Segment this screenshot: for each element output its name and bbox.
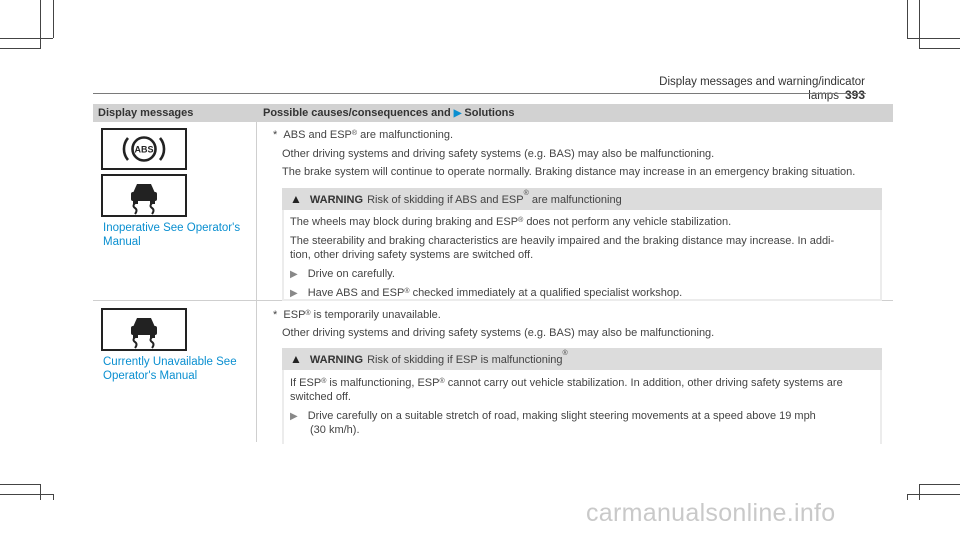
warning-label: WARNING: [309, 354, 364, 366]
warning-title-a: Risk of skidding if ESP is malfunctionin…: [367, 354, 563, 366]
crop-mark: [907, 494, 960, 495]
crop-mark: [40, 0, 41, 48]
registered-mark: ®: [305, 310, 311, 317]
warning-paragraph: tion, other driving safety systems are s…: [290, 249, 534, 261]
message-currently-unavailable[interactable]: Currently Unavailable See Operator's Man…: [103, 355, 237, 383]
warning-title-a: Risk of skidding if ABS and ESP: [367, 194, 524, 206]
crop-mark: [919, 484, 960, 485]
arrow-right-icon: ▶: [453, 108, 462, 119]
esp-skid-icon: [101, 174, 187, 217]
crop-mark: [907, 38, 960, 39]
message-line: Manual: [103, 236, 141, 248]
warning-body: If ESP® is malfunctioning, ESP® cannot c…: [284, 370, 880, 444]
registered-mark: ®: [518, 217, 524, 224]
cause-text: * ABS and ESP® are malfunctioning.: [273, 128, 453, 143]
consequence-paragraph: The brake system will continue to operat…: [282, 166, 856, 178]
warning-body: The wheels may block during braking and …: [284, 210, 880, 299]
message-line: Inoperative See Operator's: [103, 222, 241, 234]
bullet-marker: *: [273, 129, 278, 141]
warning-paragraph: The wheels may block during braking and …: [290, 215, 731, 230]
message-inoperative[interactable]: Inoperative See Operator's Manual: [103, 221, 240, 249]
esp-skid-icon: [101, 308, 187, 351]
registered-mark: ®: [562, 350, 568, 357]
col-header-causes-solutions: Possible causes/consequences and▶Solutio…: [263, 107, 515, 119]
message-line: Currently Unavailable See: [103, 356, 237, 368]
page-number: 393: [844, 88, 865, 102]
warning-paragraph: If ESP® is malfunctioning, ESP® cannot c…: [290, 376, 843, 391]
crop-mark: [0, 494, 53, 495]
cause-text-b: is temporarily unavailable.: [313, 309, 441, 321]
warning-triangle-icon: ▲: [290, 352, 302, 366]
col-header-display-messages: Display messages: [98, 107, 194, 119]
action-step-continuation: (30 km/h).: [310, 424, 360, 436]
cause-text-b: are malfunctioning.: [360, 129, 454, 141]
warning-label: WARNING: [309, 194, 364, 206]
watermark: carmanualsonline.info: [586, 499, 836, 527]
cause-text-a: ABS and ESP: [283, 129, 352, 141]
bullet-marker: *: [273, 309, 278, 321]
registered-mark: ®: [523, 190, 529, 197]
action-step: ▶ Have ABS and ESP® checked immediately a…: [290, 286, 682, 301]
warning-paragraph: The steerability and braking characteris…: [290, 235, 835, 247]
col-header-solutions-label: Solutions: [464, 107, 515, 119]
registered-mark: ®: [439, 378, 445, 385]
registered-mark: ®: [321, 378, 327, 385]
warning-text-b: is malfunctioning, ESP: [329, 377, 440, 389]
crop-mark: [0, 48, 41, 49]
action-step-text-b: checked immediately at a qualified speci…: [412, 287, 683, 299]
table-header: Display messages Possible causes/consequ…: [93, 104, 893, 122]
col-header-causes-label: Possible causes/consequences and: [263, 107, 451, 119]
action-step: ▶ Drive carefully on a suitable stretch o…: [290, 409, 816, 424]
running-header: Display messages and warning/indicator l…: [620, 76, 865, 102]
crop-mark: [0, 484, 41, 485]
crop-mark: [53, 0, 54, 38]
arrow-right-icon: ▶: [290, 288, 298, 299]
action-step-text: Drive on carefully.: [307, 268, 395, 280]
abs-warning-icon: ABS: [101, 128, 187, 170]
cause-text-a: ESP: [283, 309, 306, 321]
action-step-text: Drive carefully on a suitable stretch of…: [307, 410, 816, 422]
crop-mark: [919, 48, 960, 49]
warning-title-b: are malfunctioning: [531, 194, 622, 206]
watermark-band: [0, 500, 960, 533]
warning-text-a: If ESP: [290, 377, 322, 389]
action-step-text-a: Have ABS and ESP: [307, 287, 405, 299]
crop-mark: [919, 0, 920, 48]
action-step: ▶ Drive on carefully.: [290, 267, 395, 282]
registered-mark: ®: [351, 130, 358, 137]
crop-mark: [0, 38, 53, 39]
warning-text-b: does not perform any vehicle stabilizati…: [526, 216, 732, 228]
header-divider: [93, 93, 866, 94]
arrow-right-icon: ▶: [290, 269, 298, 280]
warning-text-c: cannot carry out vehicle stabilization. …: [447, 377, 843, 389]
svg-text:ABS: ABS: [134, 145, 153, 155]
crop-mark: [907, 0, 908, 38]
warning-triangle-icon: ▲: [290, 192, 302, 206]
arrow-right-icon: ▶: [290, 411, 298, 422]
warning-text-a: The wheels may block during braking and …: [290, 216, 519, 228]
consequence-paragraph: Other driving systems and driving safety…: [282, 148, 715, 160]
warning-paragraph: switched off.: [290, 391, 351, 403]
consequence-paragraph: Other driving systems and driving safety…: [282, 327, 715, 339]
registered-mark: ®: [404, 288, 410, 295]
column-divider: [256, 122, 257, 442]
section-title: Display messages and warning/indicator l…: [659, 76, 865, 102]
message-line: Operator's Manual: [103, 370, 198, 382]
cause-text: * ESP® is temporarily unavailable.: [273, 308, 441, 323]
